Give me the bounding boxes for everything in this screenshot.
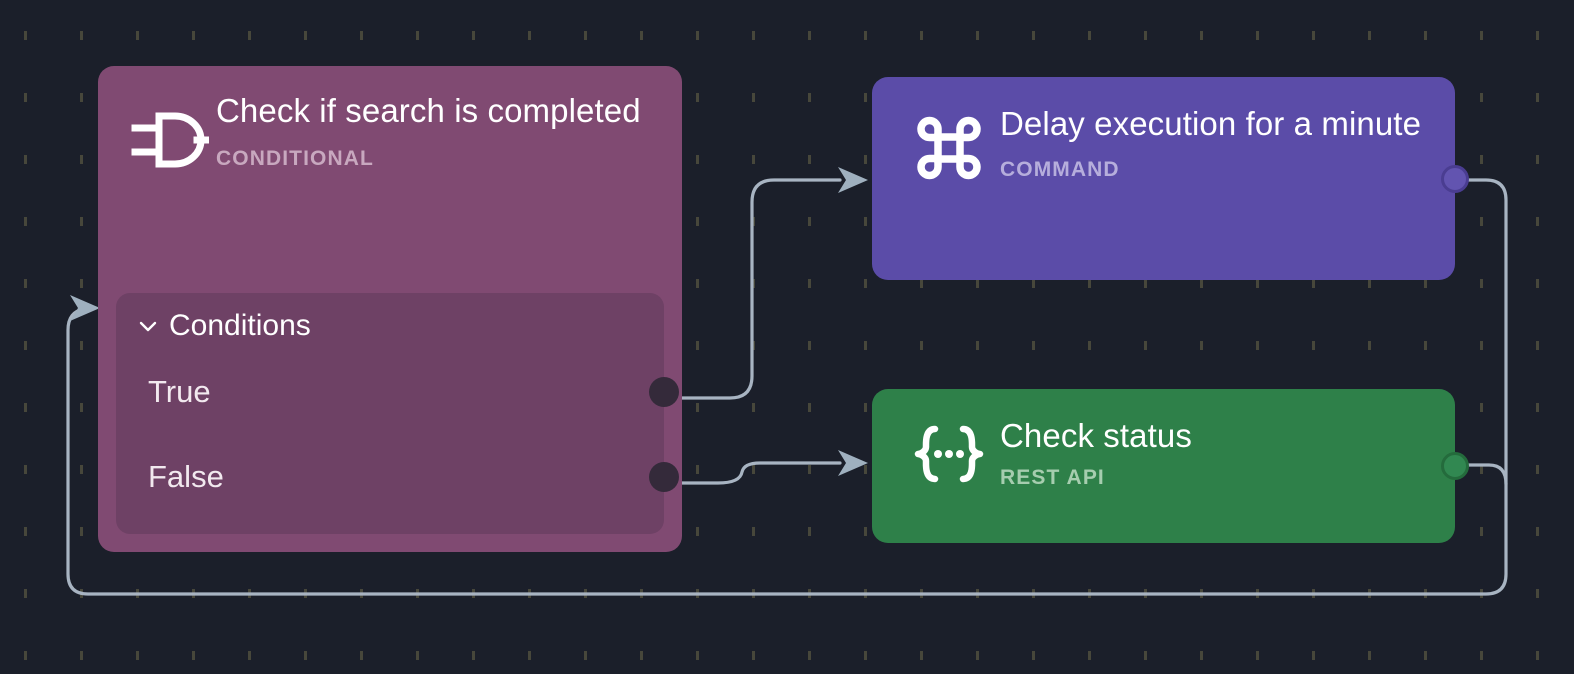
node-header: Check if search is completed CONDITIONAL: [98, 66, 682, 188]
arrowhead-to-conditional: [70, 295, 100, 321]
node-rest-api[interactable]: Check status REST API: [872, 389, 1469, 543]
node-title: Check if search is completed: [216, 92, 641, 129]
node-header: Check status REST API: [872, 389, 1455, 491]
conditions-header[interactable]: Conditions: [116, 293, 664, 343]
node-header: Delay execution for a minute COMMAND: [872, 77, 1455, 191]
arrowhead-to-command: [838, 167, 868, 193]
node-subtitle: COMMAND: [1000, 157, 1120, 181]
node-conditional[interactable]: Check if search is completed CONDITIONAL…: [98, 66, 682, 552]
node-text-block: Delay execution for a minute COMMAND: [1000, 105, 1435, 182]
condition-row-true[interactable]: True: [116, 371, 679, 413]
node-subtitle: CONDITIONAL: [216, 146, 374, 170]
node-command[interactable]: Delay execution for a minute COMMAND: [872, 77, 1469, 280]
condition-label-false: False: [148, 459, 224, 494]
node-title: Delay execution for a minute: [1000, 105, 1422, 142]
node-title: Check status: [1000, 417, 1192, 454]
output-port-rest-api[interactable]: [1441, 452, 1469, 480]
conditions-panel[interactable]: Conditions True False: [116, 293, 679, 534]
logic-gate-icon: [124, 92, 216, 188]
output-port-true[interactable]: [649, 377, 679, 407]
json-braces-icon: [898, 417, 1000, 491]
condition-label-true: True: [148, 374, 211, 409]
chevron-down-icon[interactable]: [138, 316, 158, 336]
output-port-command[interactable]: [1441, 165, 1469, 193]
node-text-block: Check if search is completed CONDITIONAL: [216, 92, 662, 171]
command-key-icon: [898, 105, 1000, 191]
condition-row-false[interactable]: False: [116, 456, 679, 498]
output-port-false[interactable]: [649, 462, 679, 492]
node-text-block: Check status REST API: [1000, 417, 1435, 490]
conditions-label: Conditions: [169, 309, 311, 342]
arrowhead-to-rest: [838, 450, 868, 476]
node-subtitle: REST API: [1000, 465, 1105, 489]
